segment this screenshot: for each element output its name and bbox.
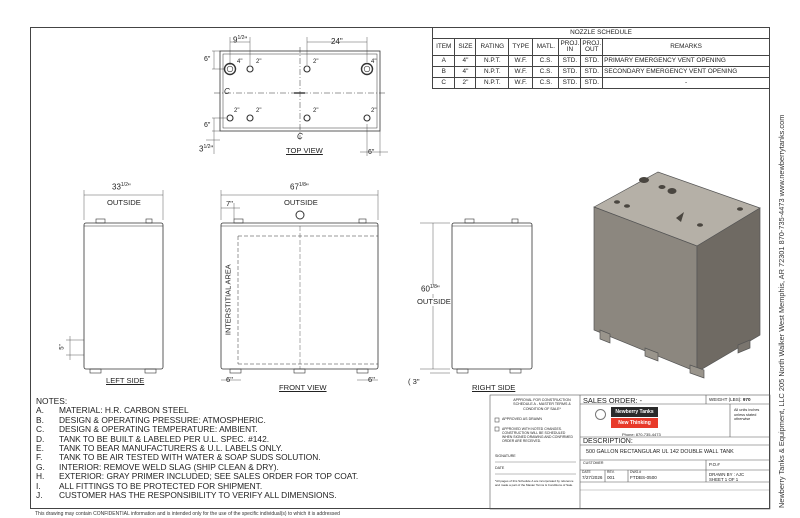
dim-6-top: 6": [204, 56, 211, 63]
date-label: DATE: [495, 466, 505, 470]
dim-6-right: 6": [368, 149, 375, 156]
lifting-lug-icon: [295, 210, 305, 220]
sales-order: SALES ORDER: -: [583, 396, 643, 405]
approved-with-changes: APPROVED WITH NOTED CHANGES. CONSTRUCTIO…: [502, 427, 573, 444]
date-value: 7/27/2026: [582, 475, 603, 480]
table-cell: N.P.T.: [475, 77, 510, 89]
customer-label: CUSTOMER: [583, 461, 604, 465]
dwg-value: FTDBS-0500: [630, 475, 657, 480]
date-field-label: DATE: [582, 470, 591, 474]
note-item: B.DESIGN & OPERATING PRESSURE: ATMOSPHER…: [36, 414, 266, 425]
dim-33-1-2: 331/2": [112, 182, 131, 192]
left-side-label: LEFT SIDE: [106, 376, 145, 385]
note-item: I.ALL FITTINGS TO BE PROTECTED FOR SHIPM…: [36, 480, 263, 491]
col-header: PROJ. OUT: [580, 38, 604, 56]
note-item: E.TANK TO BEAR MANUFACTURERS & U.L. LABE…: [36, 443, 283, 454]
dim-6: 6": [368, 375, 375, 384]
dim-6: 6": [226, 375, 233, 384]
table-cell: C.S.: [532, 77, 560, 89]
front-view-label: FRONT VIEW: [279, 383, 327, 392]
left-side-outline: [83, 222, 164, 370]
approval-title: APPROVAL FOR CONSTRUCTION SCHEDULE A - M…: [513, 398, 571, 411]
note-item: G.INTERIOR: REMOVE WELD SLAG (SHIP CLEAN…: [36, 461, 279, 472]
dim-7: 7": [226, 199, 233, 208]
outside-label: OUTSIDE: [107, 198, 141, 207]
dim-6-bottom: 6": [204, 122, 211, 129]
nozzle-4in-icon: [223, 62, 237, 76]
phone: Phone: 870-735-4473: [622, 432, 661, 437]
dim-24: 24": [331, 37, 343, 46]
fine-print: *All pages of this Schedule A are incorp…: [495, 479, 574, 487]
weight: WEIGHT (LBS): 970: [709, 397, 751, 402]
nozzle-label: 2": [371, 108, 377, 114]
signature-label: SIGNATURE: [495, 454, 516, 458]
top-view-label: TOP VIEW: [286, 146, 323, 155]
centerline-mark: C: [297, 132, 303, 141]
nozzle-label: 2": [313, 59, 319, 65]
centerline-mark: C: [224, 87, 230, 96]
table-cell: C: [431, 77, 456, 89]
drawn-by: DRAWN BY : AJC: [709, 472, 745, 477]
note-item: D.TANK TO BE BUILT & LABELED PER U.L. SP…: [36, 433, 270, 444]
outside-label: OUTSIDE: [284, 198, 318, 207]
nozzle-label: 2": [256, 59, 262, 65]
tank-isometric-render: [593, 171, 761, 379]
units-note: All units inches unless stated otherwise: [734, 408, 760, 422]
drawing-border: [30, 27, 770, 509]
front-view-outline: [220, 222, 379, 370]
dim-3: ( 3": [408, 377, 420, 386]
notes-title: NOTES:: [36, 396, 68, 406]
nozzle-schedule-table: NOZZLE SCHEDULE ITEM SIZE RATING TYPE MA…: [431, 27, 770, 89]
table-row: C 2" N.P.T. W.F. C.S. STD. STD. -: [431, 77, 770, 89]
note-item: F.TANK TO BE AIR TESTED WITH WATER & SOA…: [36, 452, 321, 463]
dim-60-1-8: 601/8": [421, 284, 440, 294]
table-row: B 4" N.P.T. W.F. C.S. STD. STD. SECONDAR…: [431, 66, 770, 78]
dwg-label: DWG.#: [630, 470, 642, 474]
notes-block: NOTES: A.MATERIAL: H.R. CARBON STEEL B.D…: [36, 396, 359, 501]
sheet-number: SHEET 1 OF 1: [709, 477, 739, 482]
dim-3-1-2: 31/2": [199, 144, 214, 154]
confidential-notice: This drawing may contain CONFIDENTIAL in…: [35, 511, 340, 517]
outside-label: OUTSIDE: [417, 297, 451, 306]
table-cell: STD.: [558, 77, 582, 89]
approved-as-drawn: APPROVED AS DRAWN: [502, 417, 543, 421]
description-label: DESCRIPTION:: [583, 438, 633, 445]
brand-logo: Newberry Tanks New Thinking: [595, 407, 658, 431]
interstitial-area-label: INTERSTITIAL AREA: [223, 264, 233, 336]
lightbulb-icon: [595, 409, 606, 420]
description: 500 GALLON RECTANGULAR UL 142 DOUBLE WAL…: [586, 449, 734, 455]
nozzle-label: 2": [256, 108, 262, 114]
table-cell: -: [602, 77, 770, 89]
note-item: A.MATERIAL: H.R. CARBON STEEL: [36, 405, 189, 416]
dim-9-1-2: 91/2": [233, 35, 248, 45]
table-cell: 2": [454, 77, 477, 89]
note-item: J.CUSTOMER HAS THE RESPONSIBILITY TO VER…: [36, 490, 337, 501]
dim-67-1-8: 671/8": [290, 182, 309, 192]
rev-value: 001: [607, 475, 615, 480]
company-address-vertical: Newberry Tanks & Equipment, LLC 205 Nort…: [777, 114, 786, 508]
right-side-label: RIGHT SIDE: [472, 383, 516, 392]
nozzle-label: 4": [371, 59, 377, 65]
note-item: H.EXTERIOR: GRAY PRIMER INCLUDED; SEE SA…: [36, 471, 359, 482]
right-side-outline: [451, 222, 533, 370]
nozzle-label: 2": [313, 108, 319, 114]
dim-5: 5": [59, 344, 66, 350]
nozzle-label: 2": [234, 108, 240, 114]
po-label: P.O.#: [709, 462, 720, 467]
nozzle-label: 4": [237, 59, 243, 65]
rev-label: REV.: [607, 470, 615, 474]
note-item: C.DESIGN & OPERATING TEMPERATURE: AMBIEN…: [36, 424, 258, 435]
